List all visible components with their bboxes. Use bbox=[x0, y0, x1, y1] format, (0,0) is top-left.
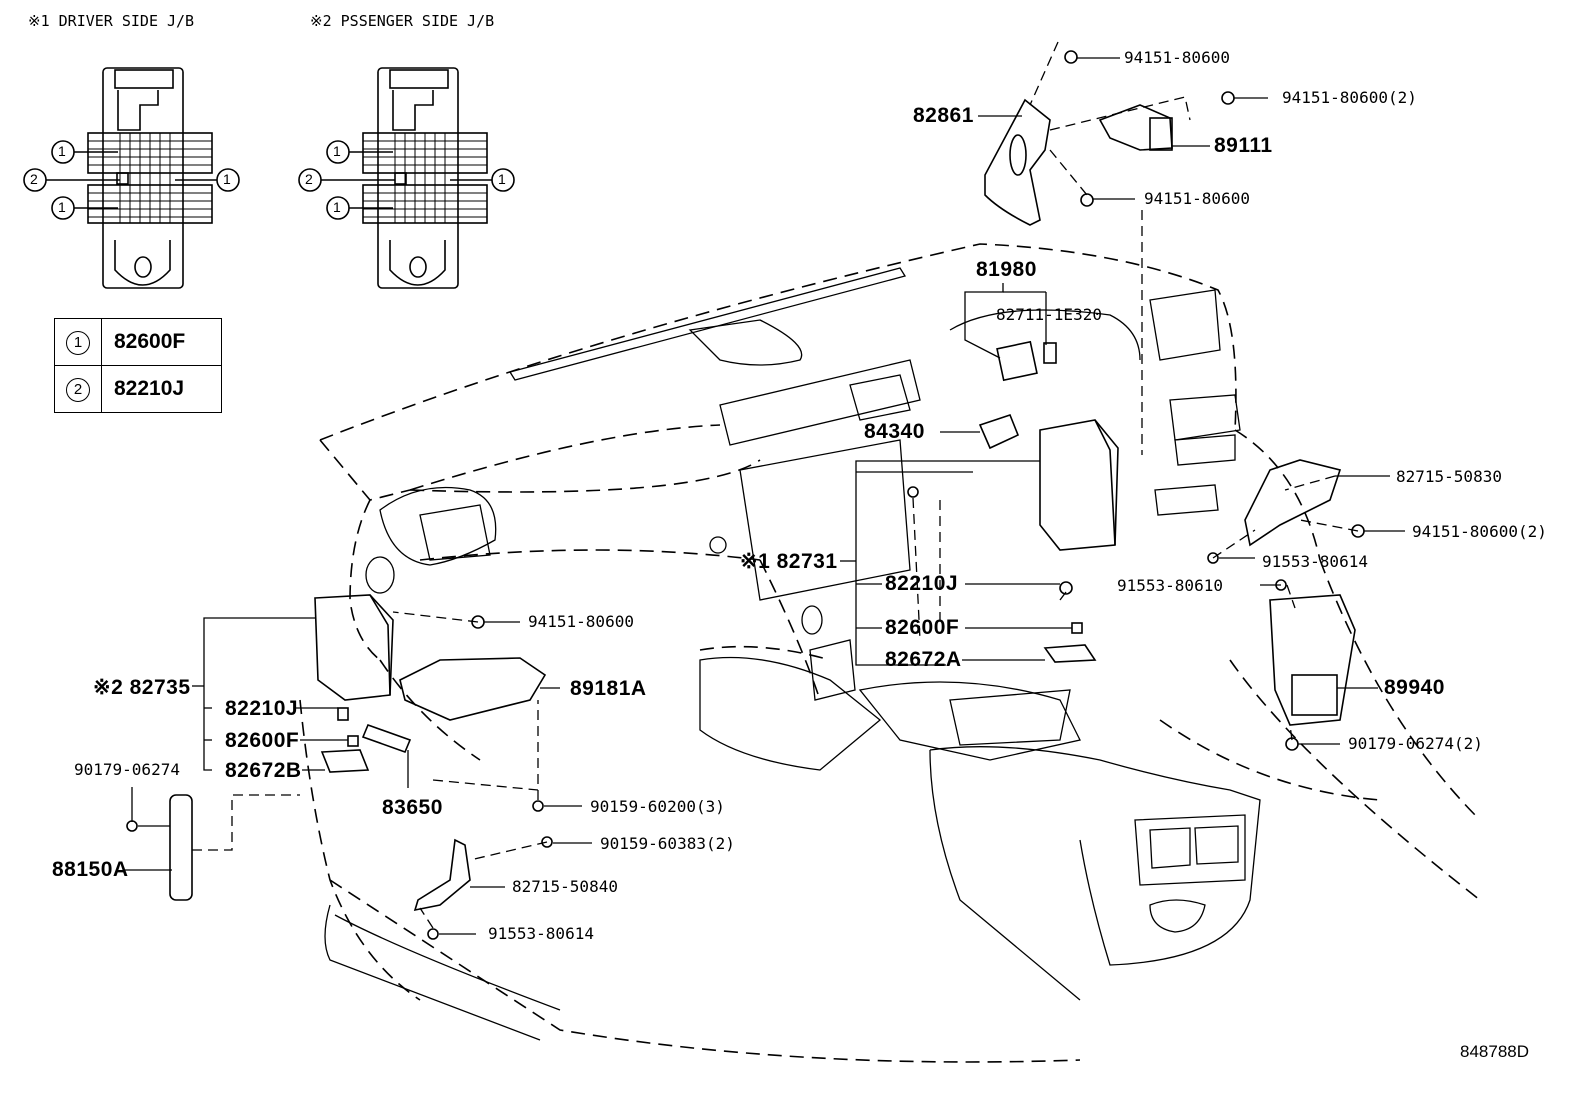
part-label-82672A: 82672A bbox=[885, 648, 962, 671]
component-82731-junction-block bbox=[1039, 419, 1119, 551]
legend-row: 1 82600F bbox=[54, 318, 222, 366]
part-label-82210J: 82210J bbox=[885, 572, 959, 595]
dashed-leaders bbox=[192, 41, 1359, 929]
component-82715-50830-bracket bbox=[1244, 459, 1342, 547]
part-label-91553-80614: 91553-80614 bbox=[1262, 552, 1368, 571]
component-89181A-bracket bbox=[399, 657, 547, 721]
legend-number: 1 bbox=[66, 331, 90, 355]
part-label-82715-50840: 82715-50840 bbox=[512, 877, 618, 896]
component-84340-switch bbox=[978, 414, 1020, 450]
part-label-91553-80614: 91553-80614 bbox=[488, 924, 594, 943]
part-label-82600F: 82600F bbox=[225, 729, 300, 752]
callout-1: 1 bbox=[333, 199, 341, 215]
legend-code: 82600F bbox=[101, 318, 222, 366]
legend-table: 1 82600F 2 82210J bbox=[54, 318, 222, 413]
passenger-jb-detail bbox=[298, 67, 515, 289]
part-label-94151-80600: 94151-80600 bbox=[1144, 189, 1250, 208]
component-89940-module bbox=[1269, 594, 1356, 726]
legend-code: 82210J bbox=[101, 365, 222, 413]
callout-1: 1 bbox=[223, 171, 231, 187]
leader-lines bbox=[124, 57, 1405, 935]
part-label-94151-80600-2: 94151-80600(2) bbox=[1282, 88, 1417, 107]
part-label-88150A: 88150A bbox=[52, 858, 129, 881]
part-label-82672B: 82672B bbox=[225, 759, 302, 782]
part-label-90159-60383-2: 90159-60383(2) bbox=[600, 834, 735, 853]
part-label-94151-80600-2: 94151-80600(2) bbox=[1412, 522, 1547, 541]
component-81980-relay bbox=[996, 340, 1057, 382]
callout-1: 1 bbox=[333, 143, 341, 159]
part-label-90179-06274: 90179-06274 bbox=[74, 760, 180, 779]
callout-2: 2 bbox=[30, 171, 38, 187]
callout-2: 2 bbox=[305, 171, 313, 187]
part-label-89181A: 89181A bbox=[570, 677, 647, 700]
part-label-91553-80610: 91553-80610 bbox=[1117, 576, 1223, 595]
part-label-89111: 89111 bbox=[1214, 134, 1273, 157]
component-83650-connector bbox=[361, 723, 412, 754]
callout-1: 1 bbox=[58, 199, 66, 215]
part-label-82210J: 82210J bbox=[225, 697, 299, 720]
part-label-82861: 82861 bbox=[913, 104, 974, 127]
part-label-94151-80600: 94151-80600 bbox=[1124, 48, 1230, 67]
legend-number: 2 bbox=[66, 378, 90, 402]
part-label-89940: 89940 bbox=[1384, 676, 1445, 699]
driver-jb-title: ※1 DRIVER SIDE J/B bbox=[28, 12, 195, 30]
part-label-90179-06274-2: 90179-06274(2) bbox=[1348, 734, 1483, 753]
component-82861-bracket bbox=[984, 98, 1051, 226]
component-88150A-unit bbox=[169, 794, 193, 901]
callout-1: 1 bbox=[58, 143, 66, 159]
passenger-jb-title: ※2 PSSENGER SIDE J/B bbox=[310, 12, 495, 30]
part-label-82735: ※2 82735 bbox=[93, 676, 191, 699]
part-label-84340: 84340 bbox=[864, 420, 925, 443]
component-82715-50840-bracket bbox=[413, 838, 471, 912]
part-label-81980: 81980 bbox=[976, 258, 1037, 281]
callout-1: 1 bbox=[498, 171, 506, 187]
part-label-94151-80600: 94151-80600 bbox=[528, 612, 634, 631]
part-label-82715-50830: 82715-50830 bbox=[1396, 467, 1502, 486]
part-label-82731: ※1 82731 bbox=[740, 550, 838, 573]
component-82735-junction-block bbox=[314, 594, 394, 701]
component-82672-pads bbox=[320, 644, 1097, 773]
dashboard-outline bbox=[299, 243, 1481, 1063]
legend-row: 2 82210J bbox=[54, 365, 222, 413]
dashboard-details bbox=[324, 267, 1261, 1041]
figure-id: 848788D bbox=[1460, 1042, 1530, 1061]
driver-jb-detail bbox=[23, 67, 240, 289]
component-89111-sensor bbox=[1098, 104, 1173, 151]
part-label-82600F: 82600F bbox=[885, 616, 960, 639]
part-label-83650: 83650 bbox=[382, 796, 443, 819]
part-label-90159-60200-3: 90159-60200(3) bbox=[590, 797, 725, 816]
part-label-82711-1E320: 82711-1E320 bbox=[996, 305, 1102, 324]
